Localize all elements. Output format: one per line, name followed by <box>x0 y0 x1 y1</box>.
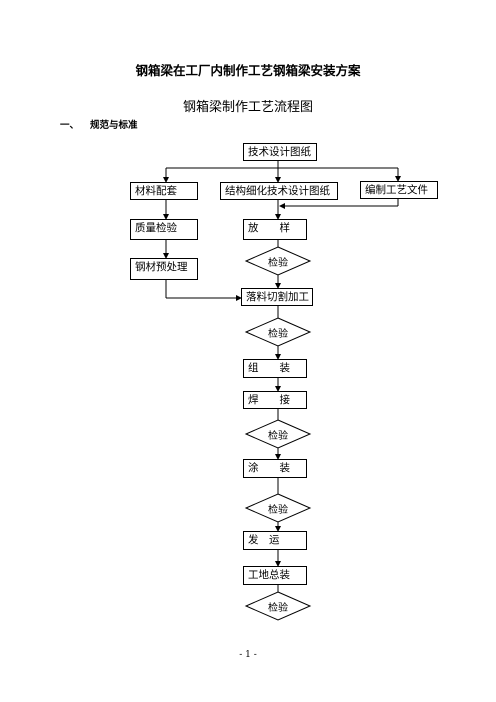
page-number: - 1 - <box>239 650 257 660</box>
inspection-label-1: 检验 <box>268 258 288 269</box>
inspection-label-3: 检验 <box>268 431 288 442</box>
box-layout: 放 样 <box>243 219 307 240</box>
box-materials: 材料配套 <box>130 182 198 200</box>
section-heading: 规范与标准 <box>90 120 138 131</box>
inspection-diamond-1 <box>244 246 312 276</box>
box-design-drawings: 技术设计图纸 <box>243 143 317 161</box>
inspection-label-2: 检验 <box>268 329 288 340</box>
box-welding: 焊 接 <box>243 391 307 409</box>
box-quality-check: 质量检验 <box>130 219 198 240</box>
document-title: 钢箱梁在工厂内制作工艺钢箱梁安装方案 <box>135 63 361 78</box>
box-assembly: 组 装 <box>243 359 307 378</box>
flowchart-title: 钢箱梁制作工艺流程图 <box>182 100 313 115</box>
box-steel-pretreatment: 钢材预处理 <box>130 258 198 280</box>
box-shipping: 发 运 <box>243 531 307 550</box>
box-cutting: 落料切割加工 <box>241 288 313 306</box>
box-structure-drawings: 结构细化技术设计图纸 <box>220 182 338 200</box>
inspection-label-4: 检验 <box>268 505 288 516</box>
inspection-label-5: 检验 <box>268 603 288 614</box>
box-coating: 涂 装 <box>243 459 307 478</box>
inspection-diamond-2 <box>244 317 312 347</box>
section-number: 一、 <box>60 120 80 131</box>
box-site-assembly: 工地总装 <box>243 566 307 585</box>
inspection-diamond-5 <box>244 591 312 621</box>
inspection-diamond-3 <box>244 419 312 449</box>
inspection-diamond-4 <box>244 493 312 523</box>
box-process-documents: 编制工艺文件 <box>360 181 438 199</box>
